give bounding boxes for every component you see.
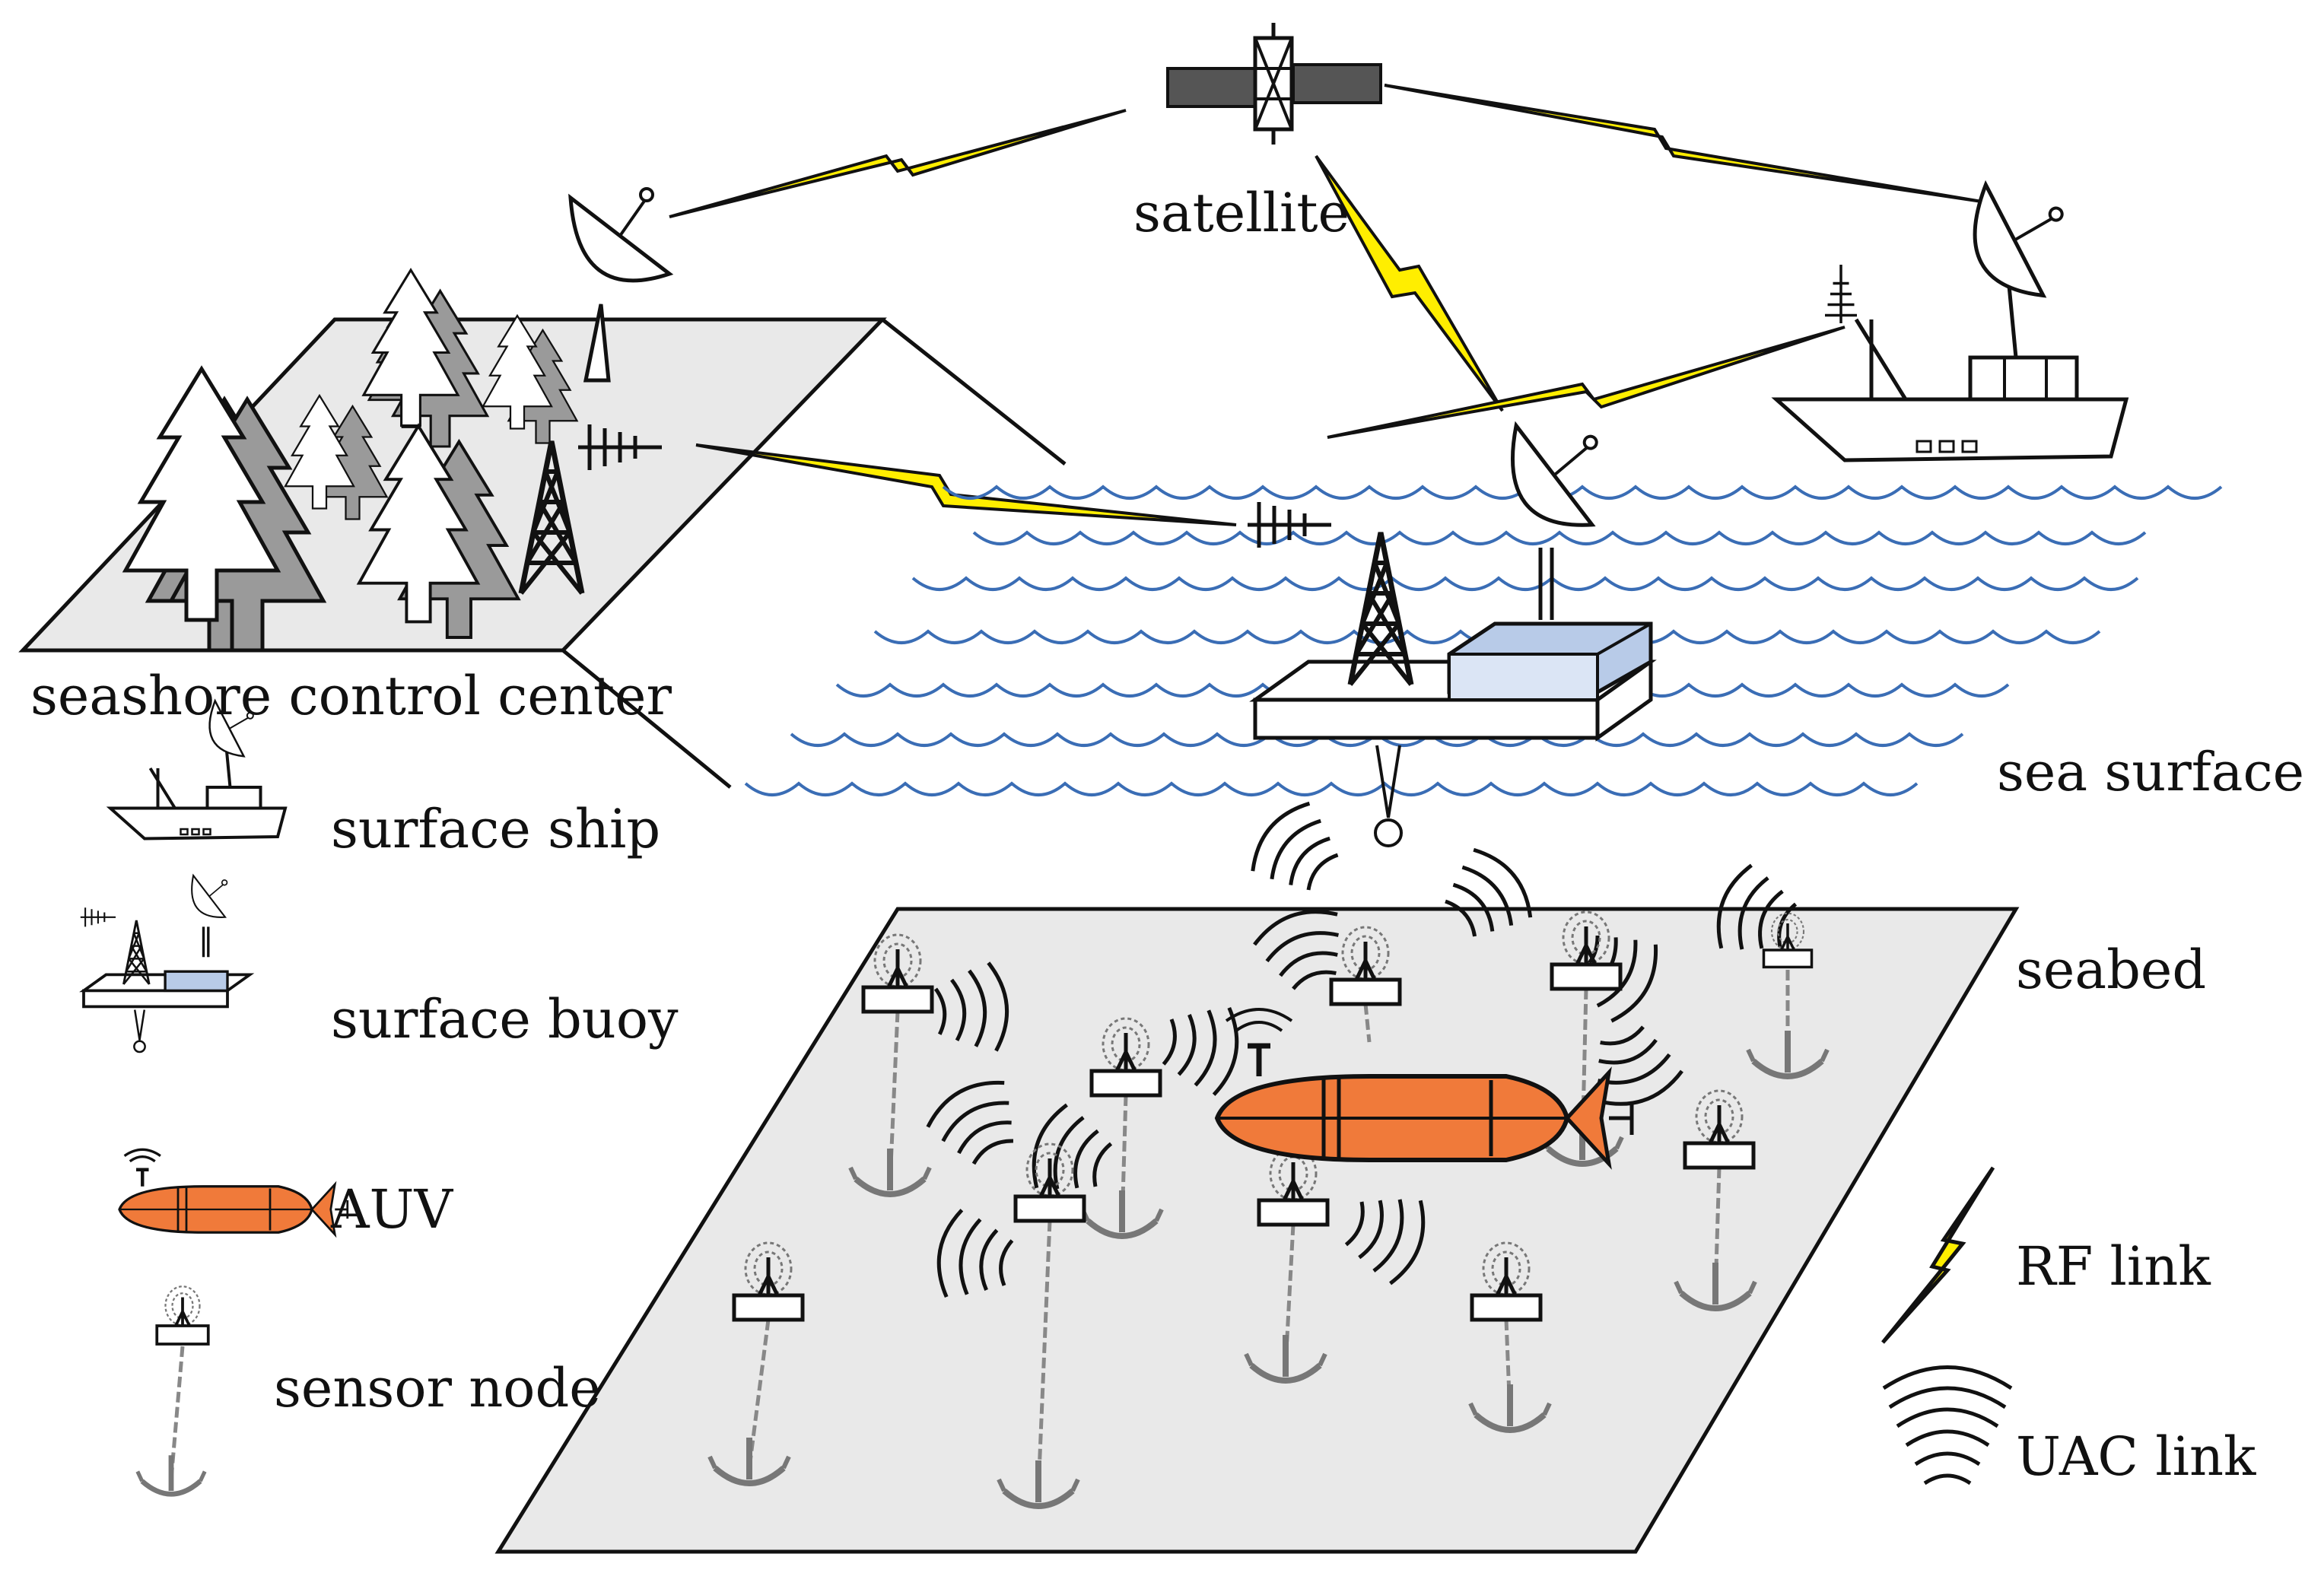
legend-sensor-node-label: sensor node	[274, 1357, 601, 1419]
sensor-node-4	[1543, 912, 1622, 1164]
legend-auv-label: AUV	[331, 1178, 453, 1241]
legend-surface-buoy-label: surface buoy	[331, 988, 679, 1050]
seabed-label: seabed	[2016, 939, 2207, 1001]
sensor-node-1	[850, 935, 932, 1194]
legend-auv-icon	[118, 1148, 349, 1236]
legend-sensor-icon	[138, 1285, 210, 1494]
sensor-node-9	[710, 1243, 803, 1483]
legend-ship-icon	[106, 695, 288, 841]
sensor-node-2	[1083, 1018, 1162, 1236]
sensor-nodes	[710, 912, 1827, 1506]
seashore-label: seashore control center	[30, 665, 672, 727]
rf-links	[669, 84, 1982, 526]
legend-uac-link-label: UAC link	[2016, 1425, 2256, 1488]
sensor-node-3	[1331, 927, 1400, 1043]
surface-buoy	[1248, 417, 1657, 847]
surface-ship	[1771, 176, 2129, 462]
sensor-node-8	[1676, 1091, 1755, 1308]
seabed-plane	[494, 907, 2020, 1554]
legend-uac-icon	[1882, 1365, 2013, 1486]
legend-rf-link-label: RF link	[2016, 1235, 2211, 1298]
sensor-node-10	[1470, 1243, 1550, 1430]
sensor-node-7	[1246, 1148, 1327, 1381]
sea-surface-label: sea surface	[1997, 741, 2305, 803]
legend-buoy-icon	[79, 871, 255, 1053]
seashore-dish	[571, 189, 669, 383]
auv-vehicle	[1217, 1008, 1632, 1164]
legend-rf-icon	[1881, 1166, 1995, 1344]
legend-surface-ship-label: surface ship	[331, 798, 661, 860]
sensor-node-5	[1748, 911, 1827, 1076]
satellite-icon	[1166, 23, 1382, 145]
satellite-label: satellite	[1133, 182, 1350, 244]
